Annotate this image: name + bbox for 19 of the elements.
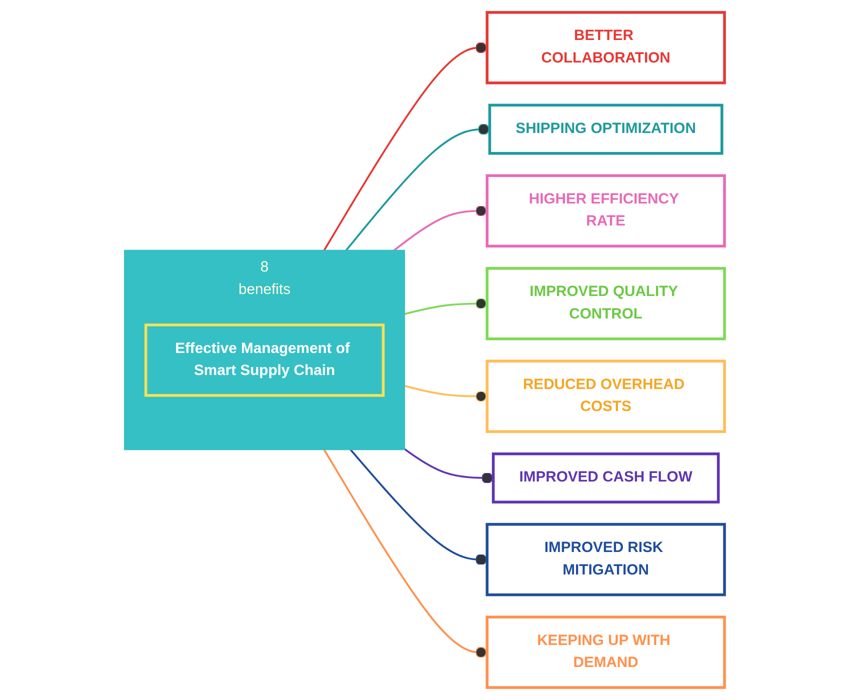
connector xyxy=(322,448,488,658)
node-box xyxy=(486,174,726,248)
connector xyxy=(403,298,488,316)
connector xyxy=(403,384,488,402)
node-box xyxy=(488,104,724,155)
cluster xyxy=(124,250,406,450)
connector xyxy=(392,205,488,252)
node-box xyxy=(492,452,720,504)
node-box xyxy=(486,267,726,340)
node-box xyxy=(144,324,385,397)
connector xyxy=(403,448,494,484)
node-box xyxy=(486,522,726,596)
connector xyxy=(344,124,490,252)
node-box xyxy=(486,616,726,689)
connector xyxy=(349,448,488,566)
benefits-diagram: 8 benefits Effective Management of Smart Supply Chain BETTER COLLABORATION SHIPPING OPTIMIZATION HIGHER EFFICIENCY RATE IMPROVED QUALITY CONTROL REDUCED OVERHEAD COSTS IMPROVED CASH FLOW IMPROVED RISK MITIGATION KEEPING UP WITH DEMAND xyxy=(118,5,732,695)
node-box xyxy=(486,11,726,84)
connector xyxy=(322,42,488,252)
node-box xyxy=(486,360,726,433)
